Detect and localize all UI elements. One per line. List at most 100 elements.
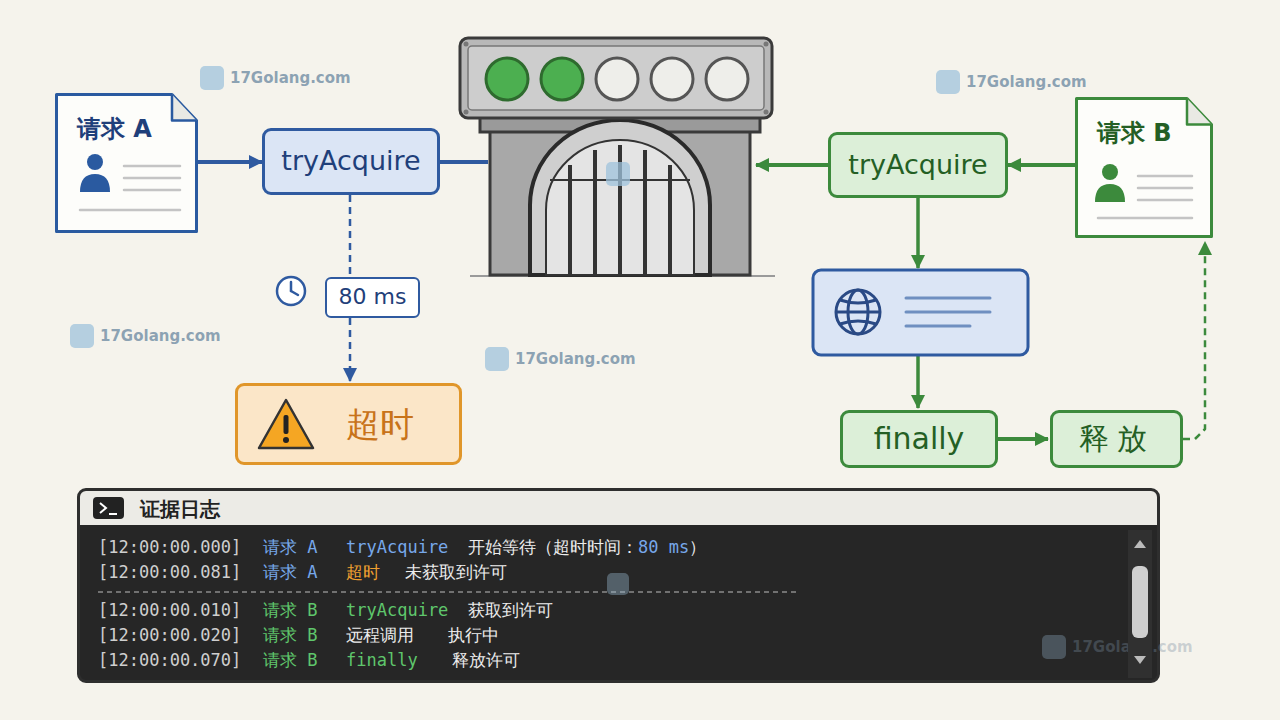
flow-arrow [916,198,920,268]
document-shape [1077,99,1212,237]
clock-icon [277,277,305,305]
log-message: 未获取到许可 [405,562,507,582]
log-request: 请求 A [263,537,317,557]
node-label: 超时 [346,404,414,445]
gate-arch-inner [546,140,694,275]
process-box: tryAcquire [262,128,440,195]
log-cell: 请求 B [263,624,317,646]
node-label: finally [874,421,965,457]
person-icon [1095,164,1125,202]
node-label: 请求 A [77,115,152,144]
log-timestamp: [12:00:00.070] [98,650,241,670]
timeout-box: 超时 [235,383,462,465]
log-request: 请求 B [263,600,317,620]
person-icon [80,154,110,192]
process-box: tryAcquire [828,132,1008,198]
watermark: 17Golang.com [966,73,1087,91]
log-timestamp: [12:00:00.010] [98,600,241,620]
log-method: tryAcquire [346,600,448,620]
text-lines [1098,176,1192,218]
log-message: 获取到许可 [468,600,553,620]
node-label: tryAcquire [281,145,420,177]
log-cell: 请求 A [263,536,317,558]
log-cell: 请求 B [263,649,317,671]
timeout-value-box: 80 ms [325,277,420,318]
log-cell: 请求 B [263,599,317,621]
node-label: 释放 [1079,421,1155,457]
document-shape [57,95,197,232]
log-status: 超时 [346,562,380,582]
flow-arrow [916,355,920,408]
flow-connector [1183,242,1205,439]
log-cell: [12:00:00.070] [98,649,241,671]
log-cell: 执行中 [448,624,499,646]
watermark: 17Golang.com [100,327,221,345]
log-timestamp: [12:00:00.081] [98,562,241,582]
log-message: 开始等待（超时时间： [468,537,638,557]
flow-connector [349,318,352,381]
log-cell: tryAcquire [346,599,448,621]
permit-light-off [651,58,693,100]
log-message: ） [689,537,706,557]
log-timestamp: [12:00:00.020] [98,625,241,645]
watermark: 17Golang.com [1072,638,1193,656]
request-card: 请求 B [1075,97,1213,238]
permit-panel [460,38,772,118]
log-scrollbar [1128,530,1152,678]
gate-cap [480,116,760,132]
watermark: 17Golang.com [515,350,636,368]
request-card: 请求 A [55,93,198,233]
log-cell: finally [346,649,418,671]
document-fold [1187,99,1212,125]
log-message: 执行中 [448,625,499,645]
log-cell: [12:00:00.020] [98,624,241,646]
gate-building [490,125,750,275]
warning-icon [259,400,313,448]
log-cell: 未获取到许可 [405,561,507,583]
process-box: finally [840,410,998,468]
log-request: 请求 B [263,650,317,670]
log-cell: 开始等待（超时时间：80 ms） [468,536,706,558]
log-cell: tryAcquire [346,536,448,558]
log-cell: [12:00:00.081] [98,561,241,583]
permit-panel-inner [468,46,764,110]
flow-connector [198,160,262,164]
watermark-icon [70,66,1066,659]
document-outline [55,93,198,233]
log-cell: 远程调用 [346,624,414,646]
release-box: 释放 [1050,410,1183,468]
gate-bars [550,145,690,275]
log-method: tryAcquire [346,537,448,557]
node-label: 80 ms [339,284,407,310]
flow-connector [998,437,1048,441]
log-cell: [12:00:00.010] [98,599,241,621]
log-request: 请求 B [263,625,317,645]
permit-light-off [706,58,748,100]
node-label: 请求 B [1097,119,1172,148]
log-message: 释放许可 [452,650,520,670]
log-value: 80 ms [638,537,689,557]
flow-connector [349,195,352,277]
log-cell: 释放许可 [452,649,520,671]
text-lines [80,166,180,210]
text-lines [906,298,990,326]
panel-bolts [464,42,769,115]
permit-light-on [486,58,528,100]
semaphore-gate [460,38,775,276]
log-cell: 获取到许可 [468,599,553,621]
log-timestamp: [12:00:00.000] [98,537,241,557]
remote-call-frame [813,270,1028,355]
node-label: tryAcquire [848,149,987,181]
globe-icon [836,290,880,334]
log-separator [98,591,800,593]
watermark: 17Golang.com [230,69,351,87]
ground-line [470,275,775,277]
log-cell: [12:00:00.000] [98,536,241,558]
log-cell: 请求 A [263,561,317,583]
remote-call-box [813,270,1028,355]
gate-arch [530,120,710,275]
log-request: 请求 A [263,562,317,582]
gate-wire [440,160,488,164]
flow-connector [1008,163,1075,167]
